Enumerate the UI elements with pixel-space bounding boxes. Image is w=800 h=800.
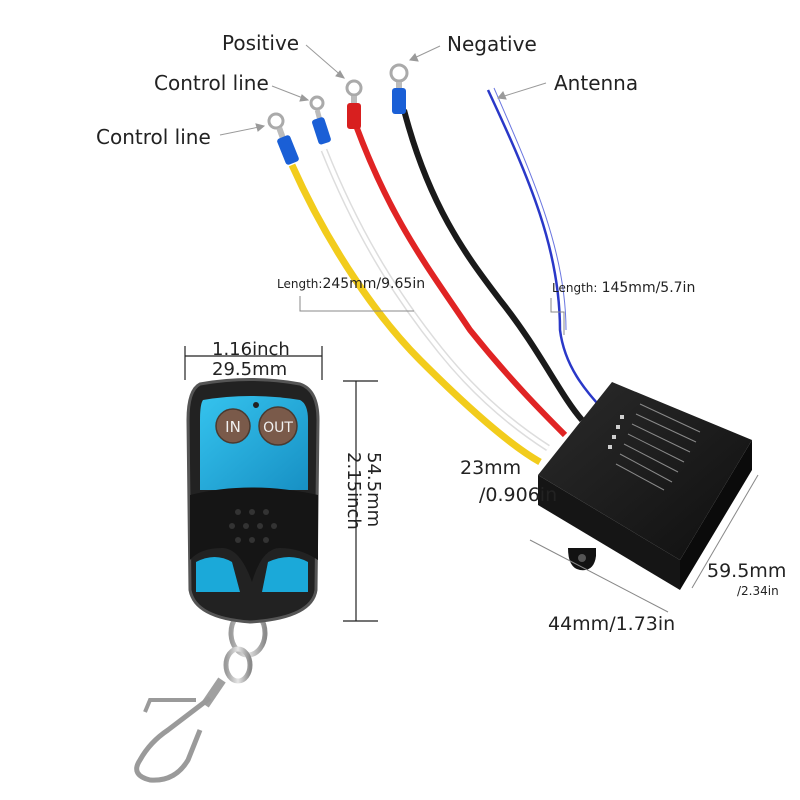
receiver-width: 44mm/1.73in [548,613,676,635]
remote-in-label: IN [225,418,241,436]
remote-height-mm: 54.5mm [363,452,384,528]
negative-label: Negative [447,32,537,56]
control-line-upper-label: Control line [154,71,269,95]
antenna-length-value: 145mm/5.7in [601,280,696,296]
red-wire [351,118,568,438]
ring-terminal-yellow [267,112,299,165]
keychain [134,608,268,783]
ring-terminal-red [345,79,363,129]
receiver-dimension-lines [529,474,759,613]
wire-length-prefix: Length: [277,277,323,291]
wire-length-bracket [299,296,414,312]
remote-width-mm: 29.5mm [212,359,288,380]
remote-button-panel [200,396,308,490]
wire-length-label: Length:245mm/9.65in [277,277,425,291]
antenna-label: Antenna [554,71,639,95]
receiver-length-inch: /2.34in [737,584,779,598]
remote-out-label: OUT [263,420,293,436]
ring-terminal-black [389,63,409,114]
receiver-height-mm: 23mm [460,457,522,479]
yellow-wire [288,163,542,466]
wire-length-value: 245mm/9.65in [322,276,426,292]
positive-label: Positive [222,31,300,55]
remote-height-inch: 2.15inch [343,452,364,530]
antenna-wire [486,89,606,413]
remote-in-button [215,408,251,444]
remote-out-button [258,406,298,446]
control-line-lower-label: Control line [96,125,211,149]
ring-terminal-white [309,95,331,145]
callout-arrows [219,44,547,136]
receiver-length-mm: 59.5mm [707,560,787,582]
wire-bundle [288,87,606,466]
black-wire [401,109,585,422]
remote-width-dimension [184,346,323,380]
remote-height-dimension [343,380,378,622]
antenna-length-label: Length: 145mm/5.7in [552,281,695,295]
antenna-length-bracket [550,298,565,335]
receiver-height-inch: /0.906in [479,484,558,506]
remote-width-inch: 1.16inch [212,339,290,360]
white-wire-highlight [322,149,550,450]
receiver-box [538,382,752,590]
antenna-length-prefix: Length: [552,281,598,295]
antenna-wire-tail [493,87,567,331]
remote-fob: IN OUT [186,378,320,624]
